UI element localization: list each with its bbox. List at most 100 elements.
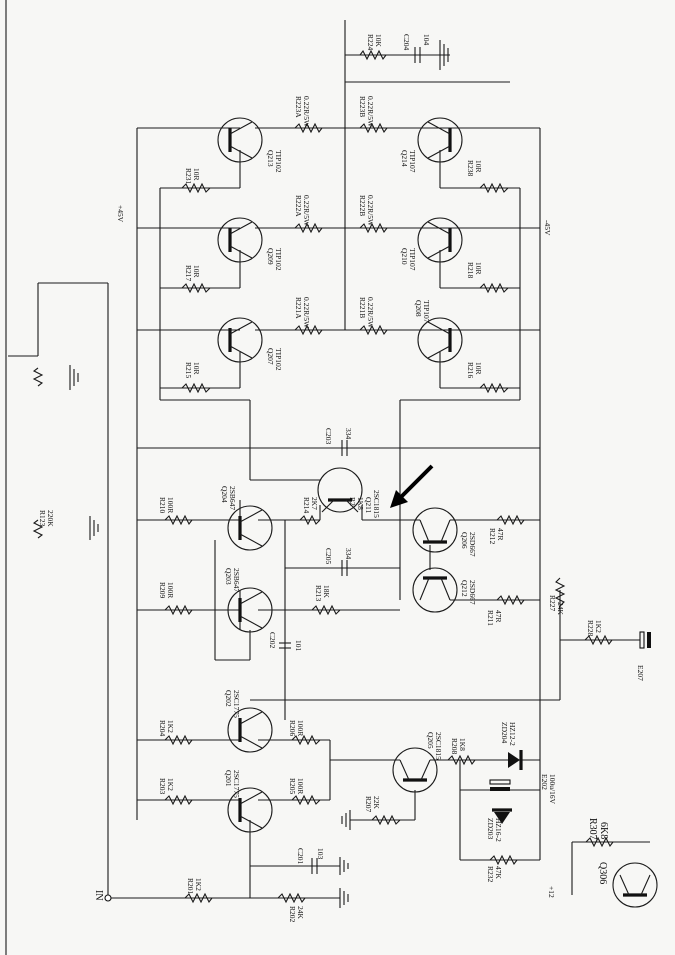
label-r238v: 10R: [474, 160, 483, 173]
label-r213: R213: [314, 585, 323, 602]
label-r203v: 1K2: [166, 778, 175, 791]
label-r307v: 6K8: [598, 822, 609, 839]
label-r231v: 10R: [192, 168, 201, 181]
transistor-q214: [417, 117, 463, 163]
transistor-q212: [412, 567, 458, 613]
label-in: IN: [93, 890, 104, 901]
label-c201v: 103: [316, 848, 325, 860]
label-c205v: 334: [344, 548, 353, 560]
label-r221a: R221A: [294, 297, 303, 319]
wires: [5, 0, 650, 955]
label-e207: E207: [636, 665, 645, 681]
label-r207: R207: [364, 796, 373, 813]
label-r228: R228: [586, 620, 595, 637]
label-q211v: 2SC1815: [372, 490, 381, 518]
label-e202: E202: [540, 774, 549, 790]
label-c202v: 101: [294, 640, 303, 652]
label-r307: R307: [587, 818, 598, 840]
label-r221bv: 0.22R/5W: [366, 297, 375, 329]
transistor-q206: [412, 507, 458, 553]
label-r206: R206: [288, 720, 297, 737]
transistor-q204: [227, 505, 273, 551]
label-r123: R123: [38, 510, 47, 527]
label-r203: R203: [158, 778, 167, 795]
label-r212: R212: [488, 528, 497, 545]
resistors: [32, 49, 614, 904]
label-r205: R205: [288, 778, 297, 795]
label-q214: Q214: [400, 150, 409, 167]
label-r208v: 1K8: [458, 738, 467, 751]
label-r223av: 0.22R/5W: [302, 96, 311, 128]
transistor-q209: [217, 217, 263, 263]
label-r212v: 47R: [496, 528, 505, 541]
label-q306: Q306: [597, 862, 608, 884]
label-r213v: 18K: [322, 585, 331, 599]
label-q204: Q204: [220, 486, 229, 503]
label-q212: Q212: [460, 580, 469, 597]
label-r208: R208: [450, 738, 459, 755]
label-q207v: TIP102: [274, 348, 283, 371]
label-q213: Q213: [266, 150, 275, 167]
label-r211: R211: [486, 610, 495, 626]
transistor-q202: [227, 707, 273, 753]
label-c204: C204: [402, 34, 411, 51]
label-q201: Q201: [224, 770, 233, 787]
label-r222bv: 0.22R/5W: [366, 195, 375, 227]
label-r232: R232: [486, 866, 495, 883]
label-zd204: ZD204: [500, 722, 509, 743]
label-r231: R231: [184, 168, 193, 185]
ground-symbols: [69, 40, 449, 908]
zener-diodes: [492, 750, 523, 824]
label-r222b: R222B: [358, 195, 367, 216]
label-r223b: R223B: [358, 96, 367, 117]
label-r227: R227: [548, 595, 557, 612]
label-r216: R216: [466, 362, 475, 379]
transistor-q211: [317, 467, 363, 513]
transistor-q201: [227, 787, 273, 833]
label-q207: Q207: [266, 348, 275, 365]
label-q205v: 2SC1815: [434, 732, 443, 760]
label-c204v: 104: [422, 34, 431, 46]
label-r210v: 100R: [166, 497, 175, 513]
label-r204v: 1K2: [166, 720, 175, 733]
label-q211: Q211: [364, 497, 373, 514]
label-r202v: 24K: [296, 906, 305, 920]
label-r217: R217: [184, 265, 193, 282]
label-q210: Q210: [400, 248, 409, 265]
label-r211v: 47R: [494, 610, 503, 623]
label-r228v: 1K2: [594, 620, 603, 633]
label-r2xxv: 1K8: [356, 497, 365, 510]
label-e202v: 100u/16V: [548, 774, 557, 805]
label-r224: R224: [366, 34, 375, 51]
label-r214v: 2K7: [310, 497, 319, 510]
label-q206v: 2SD667: [468, 532, 477, 557]
transistor-q210: [417, 217, 463, 263]
transistor-q205: [392, 747, 438, 793]
label-r222a: R222A: [294, 195, 303, 217]
label-r202: R202: [288, 906, 297, 923]
transistors: [217, 117, 658, 908]
label-r223bv: 0.22R/5W: [366, 96, 375, 128]
label-r214: R214: [302, 497, 311, 514]
label-q209: Q209: [266, 248, 275, 265]
label-r215: R215: [184, 362, 193, 379]
label-r207v: 22K: [372, 796, 381, 810]
label-r201: R201: [186, 878, 195, 895]
label-r223a: R223A: [294, 96, 303, 118]
label-q214v: TIP107: [408, 150, 417, 173]
label-r123v: 220K: [46, 510, 55, 527]
label-r217v: 10R: [192, 265, 201, 278]
label-q209v: TIP102: [274, 248, 283, 271]
label-r215v: 10R: [192, 362, 201, 375]
transistor-q203: [227, 587, 273, 633]
transistor-q213: [217, 117, 263, 163]
label-neg45: -45V: [543, 220, 552, 236]
label-q203: Q203: [224, 568, 233, 585]
capacitors: [279, 47, 651, 874]
label-q201v: 2SC1775: [232, 770, 241, 798]
label-zd203v: HZ16-2: [494, 818, 503, 842]
label-pos12: +12: [547, 886, 556, 898]
label-q208v: TIP107: [422, 300, 431, 323]
